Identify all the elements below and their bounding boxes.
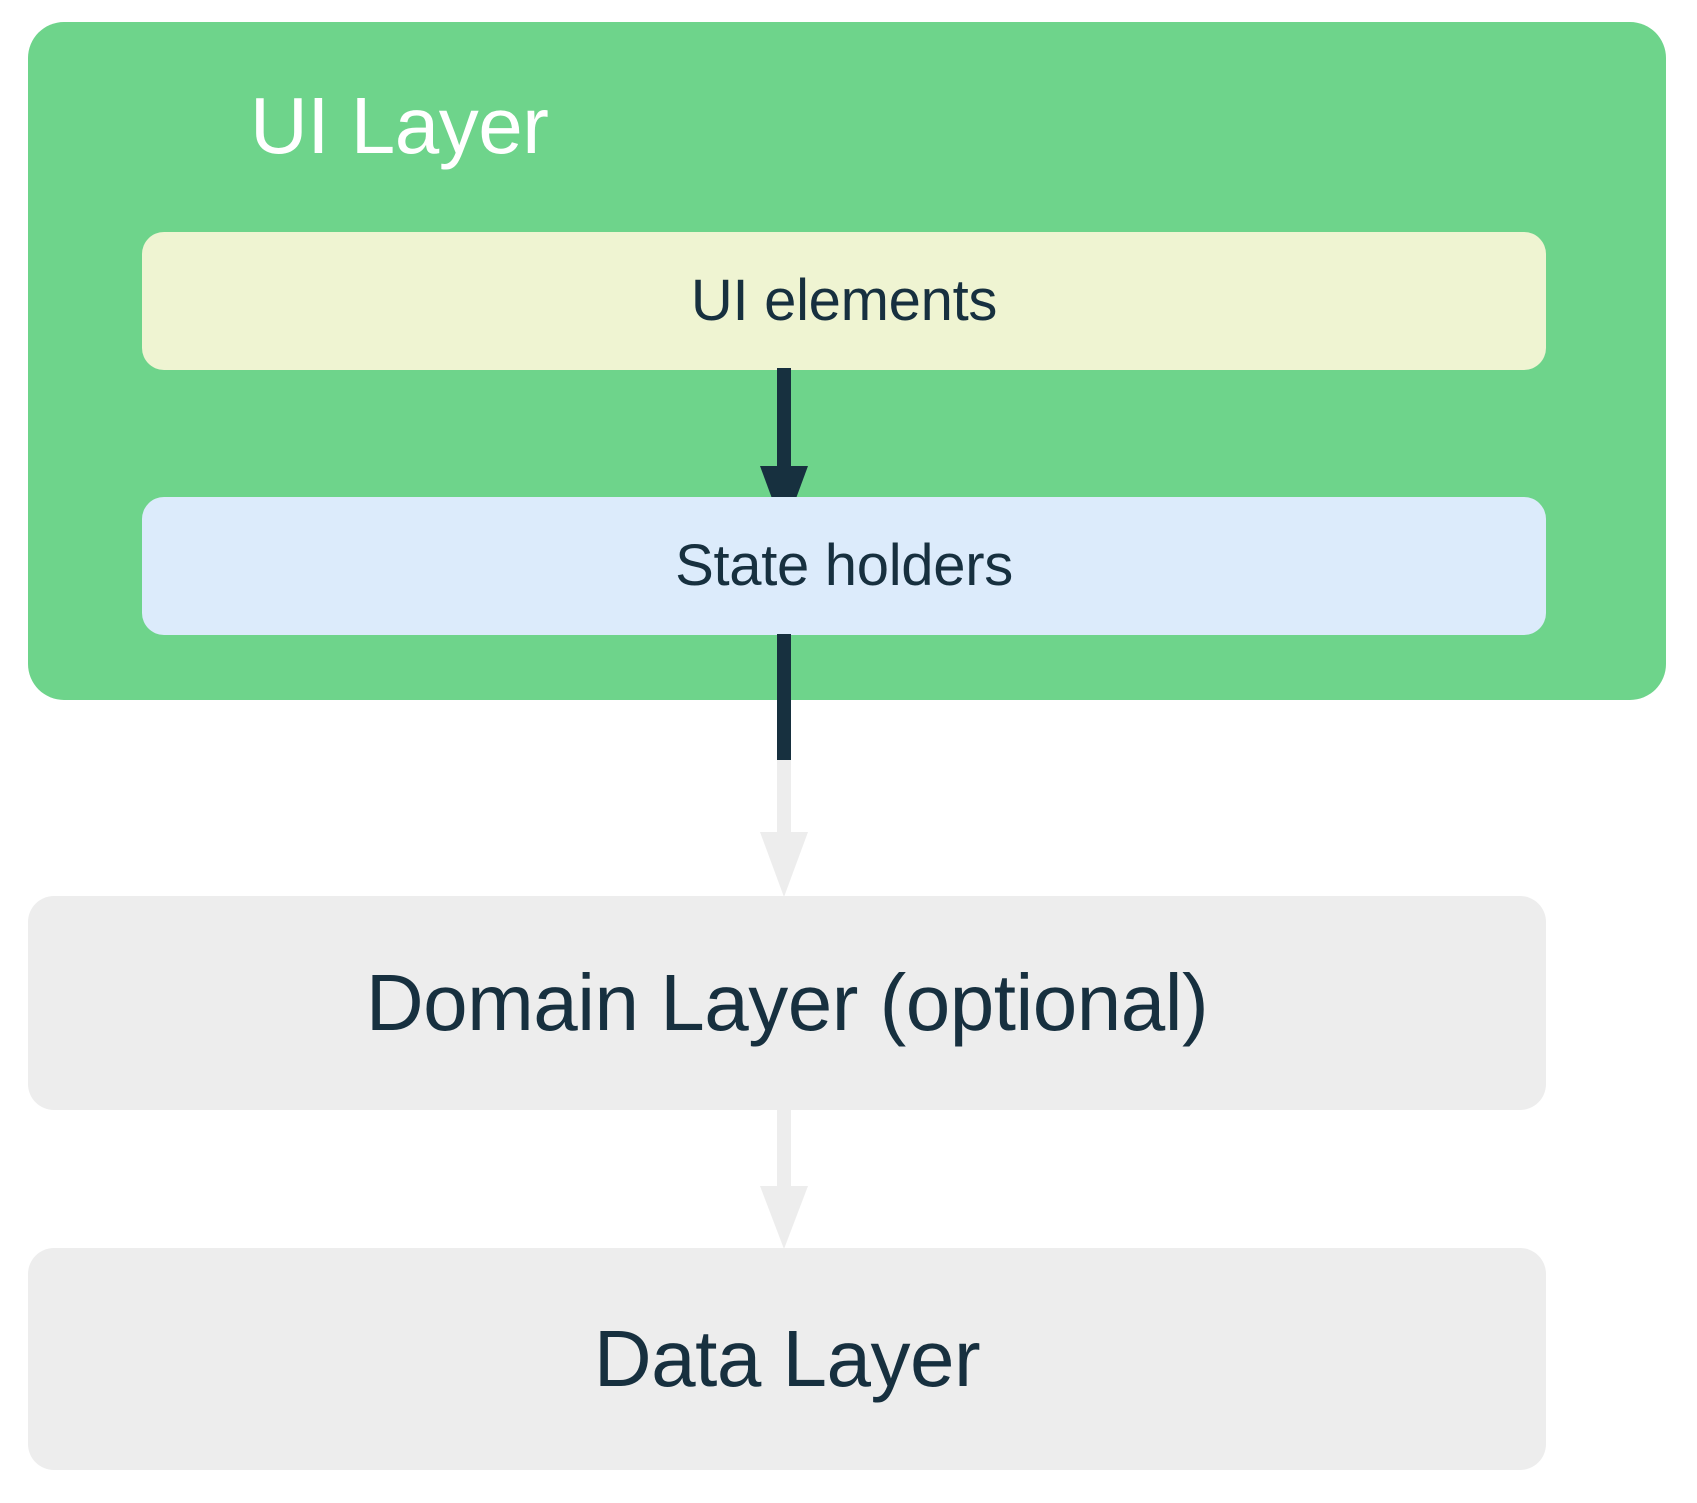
state-holders-label: State holders: [675, 533, 1013, 598]
domain-layer-box: Domain Layer (optional): [28, 896, 1546, 1110]
state-holders-box: State holders: [142, 497, 1546, 635]
arrow-domain-layer-to-data-layer: [748, 1110, 820, 1250]
ui-layer-title: UI Layer: [250, 81, 549, 170]
domain-layer-label: Domain Layer (optional): [365, 958, 1209, 1047]
data-layer-label: Data Layer: [593, 1314, 981, 1403]
ui-elements-box: UI elements: [142, 232, 1546, 370]
ui-elements-label: UI elements: [690, 268, 998, 333]
data-layer-box: Data Layer: [28, 1248, 1546, 1470]
